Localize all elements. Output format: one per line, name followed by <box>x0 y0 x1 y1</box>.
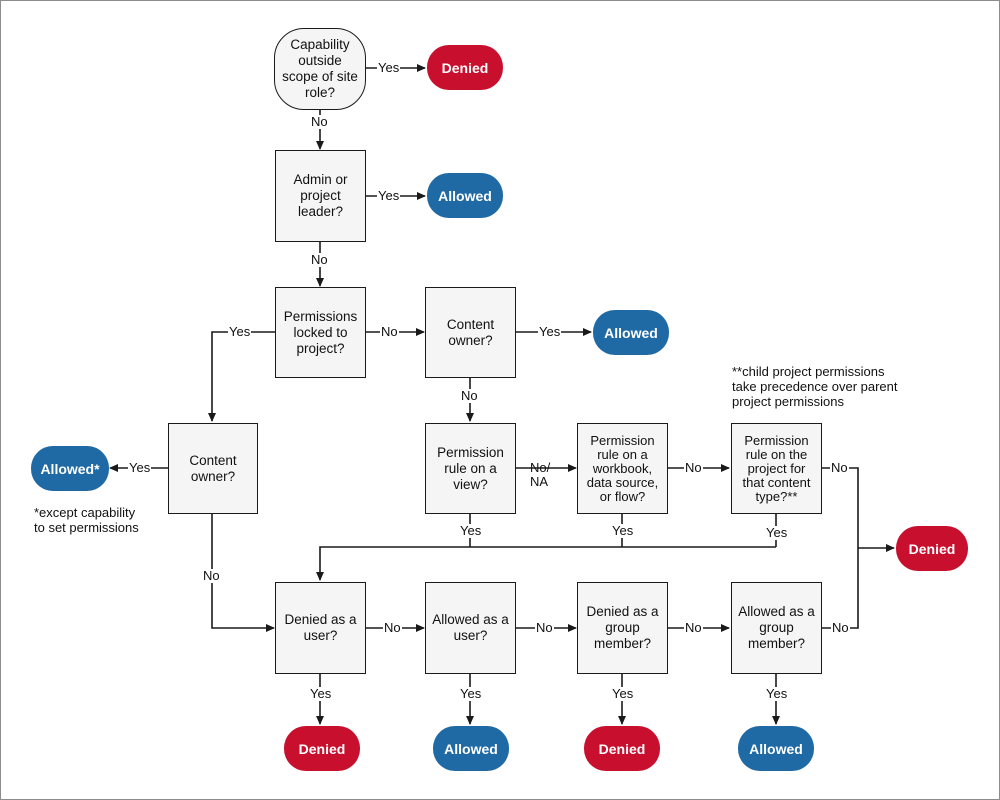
denied-b3-outcome: Denied <box>584 726 660 771</box>
denied-top-outcome: Denied <box>427 45 503 90</box>
rule-project-node: Permission rule on the project for that … <box>731 423 822 514</box>
edge-label-yes: Yes <box>309 686 333 701</box>
denied-group-node: Denied as a group member? <box>577 582 668 674</box>
allowed-group-node: Allowed as a group member? <box>731 582 822 674</box>
allowed-owner-outcome: Allowed <box>593 310 669 355</box>
edge-yes-merge <box>316 546 776 581</box>
edge-label-no: No <box>830 460 849 475</box>
edge-label-no: No <box>380 324 399 339</box>
allowed-left-outcome: Allowed* <box>31 446 109 491</box>
edge-label-no: No <box>831 620 850 635</box>
edge-label-yes: Yes <box>128 460 152 475</box>
edge-label-yes: Yes <box>765 525 789 540</box>
edge-owner-left-no <box>211 514 275 632</box>
capability-scope-node: Capability outside scope of site role? <box>274 28 366 110</box>
edge-label-yes: Yes <box>459 523 483 538</box>
edge-label-yes: Yes <box>538 324 562 339</box>
edge-label-yes: Yes <box>377 60 401 75</box>
allowed-user-node: Allowed as a user? <box>425 582 516 674</box>
edge-label-yes: Yes <box>611 686 635 701</box>
edge-label-no: No <box>202 568 221 583</box>
perms-locked-node: Permissions locked to project? <box>275 287 366 378</box>
denied-user-node: Denied as a user? <box>275 582 366 674</box>
content-owner-top-node: Content owner? <box>425 287 516 378</box>
edge-label-yes: Yes <box>765 686 789 701</box>
edge-label-yes: Yes <box>377 188 401 203</box>
rule-workbook-node: Permission rule on a workbook, data sour… <box>577 423 668 514</box>
content-owner-left-node: Content owner? <box>168 423 258 514</box>
edge-label-no: No <box>460 388 479 403</box>
edge-allowed-group-no <box>822 548 859 629</box>
denied-right-outcome: Denied <box>896 526 968 571</box>
edge-label-yes: Yes <box>459 686 483 701</box>
allowed-b4-outcome: Allowed <box>738 726 814 771</box>
child-project-note: **child project permissions take precede… <box>732 364 898 409</box>
edge-label-no: No <box>310 114 329 129</box>
edge-project-no <box>822 467 859 548</box>
edge-label-yes: Yes <box>611 523 635 538</box>
allowed-admin-outcome: Allowed <box>427 173 503 218</box>
edge-label-no: No <box>535 620 554 635</box>
edge-label-no-na: No/ NA <box>530 460 551 489</box>
edge-label-no: No <box>383 620 402 635</box>
edge-label-yes: Yes <box>228 324 252 339</box>
denied-b1-outcome: Denied <box>284 726 360 771</box>
allowed-b2-outcome: Allowed <box>433 726 509 771</box>
edge-locked-yes <box>208 331 276 422</box>
except-capability-note: *except capability to set permissions <box>34 505 139 535</box>
edge-label-no: No <box>684 620 703 635</box>
edge-label-no: No <box>684 460 703 475</box>
admin-leader-node: Admin or project leader? <box>275 150 366 242</box>
edge-label-no: No <box>310 252 329 267</box>
rule-view-node: Permission rule on a view? <box>425 423 516 514</box>
